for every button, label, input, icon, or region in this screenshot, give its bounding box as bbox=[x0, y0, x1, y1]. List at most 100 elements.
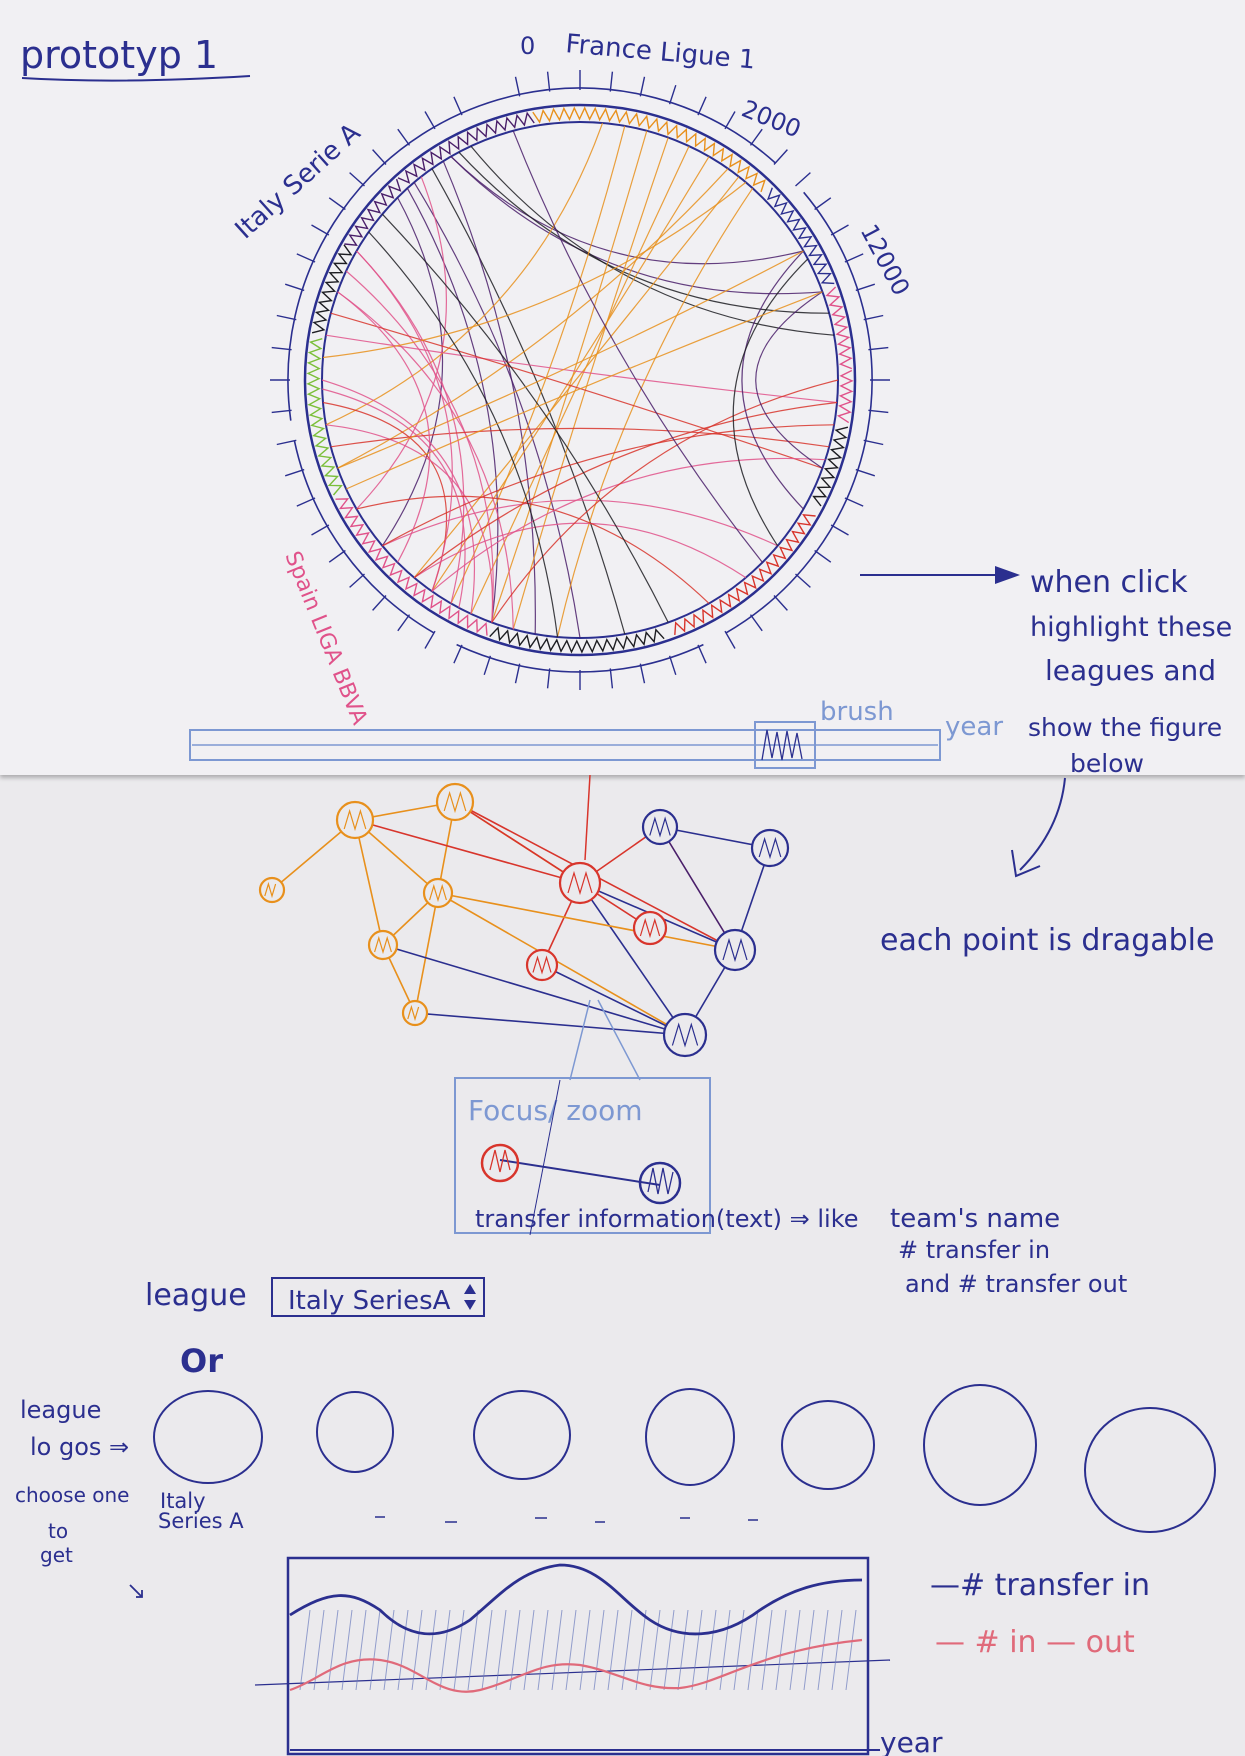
chord-line bbox=[512, 137, 669, 630]
network-node[interactable] bbox=[367, 929, 399, 961]
league-logo-side-note: league lo gos ⇒ choose one to get bbox=[15, 1396, 143, 1598]
league-arcs[interactable] bbox=[306, 106, 854, 654]
network-edge bbox=[454, 801, 651, 929]
league-logo-circle[interactable] bbox=[923, 1384, 1037, 1506]
league-dropdown[interactable]: Italy SeriesA bbox=[271, 1277, 485, 1317]
network-edge bbox=[659, 826, 736, 951]
side-note-line: lo gos ⇒ bbox=[30, 1433, 129, 1461]
hatch-stroke bbox=[677, 1609, 689, 1691]
chord-line bbox=[381, 213, 669, 623]
focus-connector bbox=[569, 999, 641, 1081]
league-logo-circle[interactable] bbox=[1084, 1407, 1216, 1533]
info-line: team's name bbox=[890, 1204, 1060, 1234]
network-node[interactable] bbox=[422, 877, 454, 909]
league-logo-row[interactable]: Italy Series A bbox=[153, 1384, 1216, 1533]
tick-mark bbox=[844, 253, 864, 263]
network-edge bbox=[382, 944, 686, 1036]
hatch-stroke bbox=[803, 1609, 815, 1691]
network-node[interactable] bbox=[641, 808, 679, 846]
year-brush-slider[interactable]: brush year bbox=[189, 697, 1003, 769]
tick-2000-label: 2000 bbox=[738, 95, 805, 144]
tick-mark bbox=[424, 630, 436, 649]
chord-line bbox=[345, 291, 823, 490]
league-bracket bbox=[519, 87, 776, 164]
network-edge bbox=[414, 892, 439, 1014]
league-logo-circle[interactable] bbox=[316, 1391, 394, 1473]
node-scribble bbox=[649, 816, 671, 838]
chord-line bbox=[337, 291, 431, 563]
click-arrowhead-icon bbox=[995, 566, 1020, 584]
brush-handle[interactable] bbox=[754, 721, 816, 769]
tick-mark bbox=[311, 224, 330, 236]
hatch-stroke bbox=[355, 1609, 367, 1691]
node-scribble bbox=[639, 917, 661, 939]
league-arc bbox=[344, 178, 402, 247]
league-bracket bbox=[725, 191, 873, 634]
tick-mark bbox=[863, 314, 884, 321]
brush-scribble bbox=[761, 729, 803, 761]
transfer-info-text: transfer information(text) ⇒ like bbox=[475, 1205, 859, 1233]
tick-mark bbox=[697, 644, 707, 664]
chord-line bbox=[413, 176, 740, 578]
transfer-line-chart[interactable]: year —# transfer in — # in — out bbox=[254, 1556, 1150, 1756]
league-arc bbox=[825, 286, 853, 370]
bottom-sheet bbox=[0, 776, 1245, 1756]
focus-zoom-panel[interactable]: Focus/ zoom bbox=[454, 999, 711, 1236]
network-node[interactable] bbox=[750, 828, 790, 868]
tick-mark bbox=[855, 283, 876, 292]
chord-line bbox=[330, 312, 823, 469]
network-graph[interactable] bbox=[258, 774, 790, 1058]
hatch-stroke bbox=[411, 1609, 423, 1691]
node-scribble bbox=[407, 1004, 420, 1022]
tick-mark bbox=[296, 253, 316, 263]
focus-edge-light bbox=[529, 1079, 561, 1236]
tick-mark bbox=[855, 468, 876, 477]
hatch-stroke bbox=[831, 1609, 843, 1691]
network-node[interactable] bbox=[525, 948, 559, 982]
network-node[interactable] bbox=[632, 910, 668, 946]
chord-diagram[interactable]: 0 France Ligue 1 2000 12000 Italy Serie … bbox=[230, 29, 916, 728]
tick-mark bbox=[397, 128, 411, 146]
tick-mark bbox=[349, 573, 365, 588]
focus-label: Focus/ zoom bbox=[468, 1094, 643, 1127]
league-logo-circle[interactable] bbox=[153, 1390, 263, 1484]
tick-mark bbox=[863, 439, 884, 446]
focus-node-red[interactable] bbox=[480, 1143, 520, 1183]
below-arrow-line bbox=[1019, 777, 1066, 871]
network-node[interactable] bbox=[558, 861, 602, 905]
tick-mark bbox=[609, 668, 614, 689]
network-edge bbox=[437, 892, 736, 951]
focus-node-blue[interactable] bbox=[638, 1161, 682, 1205]
network-node[interactable] bbox=[335, 800, 375, 840]
tick-mark bbox=[668, 84, 677, 105]
network-node[interactable] bbox=[258, 876, 286, 904]
network-nodes[interactable] bbox=[258, 782, 790, 1058]
network-edge bbox=[354, 819, 581, 884]
node-scribble bbox=[567, 870, 593, 896]
league-bracket bbox=[456, 643, 704, 673]
league-dropdown-box[interactable] bbox=[271, 1277, 485, 1317]
league-logo-circle[interactable] bbox=[781, 1400, 875, 1490]
in-out-line[interactable] bbox=[289, 1638, 863, 1693]
tick-mark bbox=[724, 111, 736, 130]
brush-label: brush bbox=[820, 697, 894, 727]
chord-line bbox=[512, 130, 763, 563]
italy-serie-a-label: Italy Serie A bbox=[230, 118, 367, 246]
tick-mark bbox=[349, 172, 365, 187]
drag-note: each point is dragable bbox=[880, 923, 1214, 958]
tick-mark bbox=[814, 197, 832, 211]
network-node[interactable] bbox=[713, 928, 757, 972]
tick-mark bbox=[296, 497, 316, 507]
league-arc bbox=[335, 498, 488, 636]
chord-line bbox=[458, 151, 830, 314]
league-logo-circle[interactable] bbox=[645, 1388, 735, 1486]
transfer-in-line[interactable] bbox=[289, 1563, 863, 1636]
chord-line bbox=[556, 187, 754, 638]
network-node[interactable] bbox=[662, 1012, 708, 1058]
hatch-stroke bbox=[467, 1609, 479, 1691]
transfer-chords[interactable] bbox=[321, 122, 839, 639]
network-node[interactable] bbox=[401, 999, 429, 1027]
league-logo-circle[interactable] bbox=[473, 1390, 571, 1480]
chord-line bbox=[450, 125, 626, 604]
network-node[interactable] bbox=[435, 782, 475, 822]
